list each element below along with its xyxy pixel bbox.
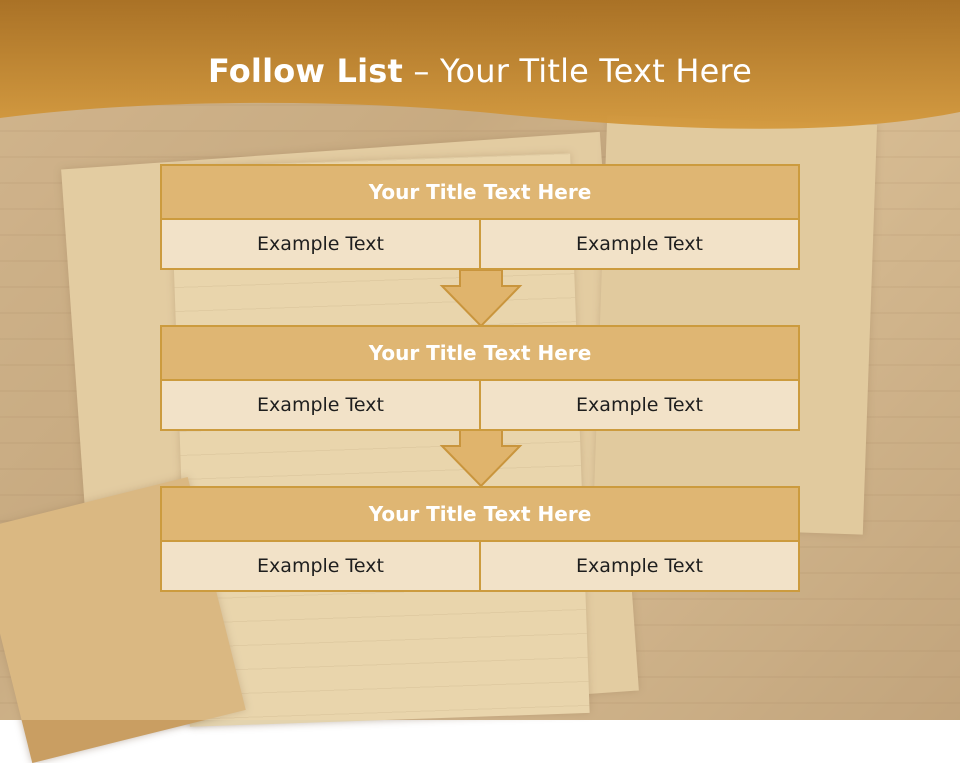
block-title: Your Title Text Here	[160, 325, 800, 381]
block-cell-right: Example Text	[481, 542, 800, 592]
block-row: Example Text Example Text	[160, 381, 800, 431]
slide-title: Follow List – Your Title Text Here	[0, 52, 960, 90]
block-row: Example Text Example Text	[160, 220, 800, 270]
list-block-2: Your Title Text Here Example Text Exampl…	[160, 325, 800, 431]
list-block-1: Your Title Text Here Example Text Exampl…	[160, 164, 800, 270]
header-band	[0, 0, 960, 129]
block-title: Your Title Text Here	[160, 164, 800, 220]
list-block-3: Your Title Text Here Example Text Exampl…	[160, 486, 800, 592]
block-row: Example Text Example Text	[160, 542, 800, 592]
block-title: Your Title Text Here	[160, 486, 800, 542]
slide-title-bold: Follow List	[207, 52, 404, 90]
block-cell-right: Example Text	[481, 220, 800, 270]
block-cell-left: Example Text	[160, 542, 481, 592]
block-cell-left: Example Text	[160, 381, 481, 431]
block-cell-left: Example Text	[160, 220, 481, 270]
block-cell-right: Example Text	[481, 381, 800, 431]
down-arrow-icon	[439, 429, 523, 488]
slide-title-rest: – Your Title Text Here	[403, 52, 753, 90]
down-arrow-icon	[439, 269, 523, 328]
